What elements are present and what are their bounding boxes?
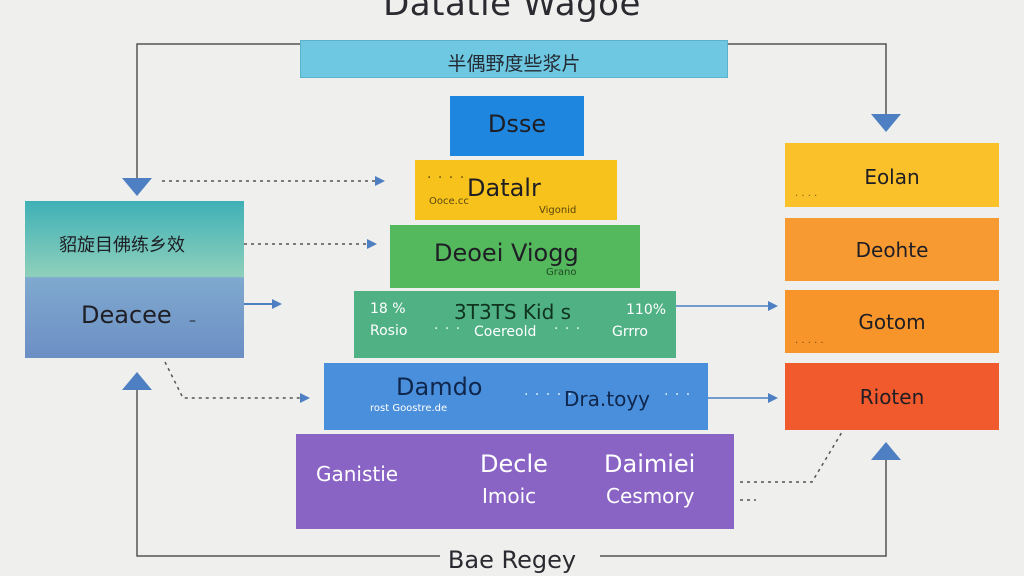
pyramid-level-6-col2-top: Decle xyxy=(480,450,548,478)
pyramid-level-1: Dsse xyxy=(450,96,584,156)
pyramid-level-4: 18 % Rosio 3T3TS Kid s Coereold 110% Grr… xyxy=(354,291,676,358)
pyramid-level-3: Deoei Viogg Grano xyxy=(390,225,640,288)
right-box-2-label: Deohte xyxy=(855,238,929,262)
right-box-1: Eolan · · · · xyxy=(785,143,999,207)
right-box-4-label: Rioten xyxy=(859,385,925,409)
pyramid-level-5: Damdo rost Goostre.de · · · · · Dra.toyy… xyxy=(324,363,708,430)
pyramid-level-5-left-bottom: rost Goostre.de xyxy=(370,403,448,414)
right-box-1-label: Eolan xyxy=(864,165,920,189)
pyramid-level-3-sub: Grano xyxy=(546,267,577,278)
pyramid-level-6-col2-bottom: Imoic xyxy=(482,484,537,508)
pyramid-level-4-left-bottom: Rosio xyxy=(370,323,408,339)
down-arrow-left xyxy=(122,178,152,196)
pyramid-level-4-right-top: 110% xyxy=(626,302,667,318)
left-panel: 貂旋目佛练乡效 Deacee – xyxy=(25,201,244,358)
banner-box: 半偶野度些浆片 xyxy=(300,40,728,78)
banner-label: 半偶野度些浆片 xyxy=(447,53,581,75)
pyramid-level-6-col3-bottom: Cesmory xyxy=(606,484,695,508)
right-box-3: Gotom · · · · · xyxy=(785,290,999,353)
up-arrow-right xyxy=(871,442,901,460)
frame-line-top-left xyxy=(136,43,300,182)
up-arrow-left xyxy=(122,372,152,390)
left-panel-bottom-label: Deacee xyxy=(81,301,172,329)
pyramid-level-2-sub-left: Ooce.cc xyxy=(429,196,469,207)
pyramid-level-1-label: Dsse xyxy=(487,110,547,138)
pyramid-level-4-mid-top: 3T3TS Kid s xyxy=(454,300,572,324)
frame-line-top-right xyxy=(728,43,887,116)
pyramid-level-6-col1: Ganistie xyxy=(316,462,399,486)
right-box-2: Deohte xyxy=(785,218,999,281)
pyramid-level-4-mid-bottom: Coereold xyxy=(474,324,537,340)
pyramid-level-6: Ganistie Decle Imoic Daimiei Cesmory xyxy=(296,434,734,529)
frame-line-bottom-right xyxy=(600,458,887,557)
pyramid-level-3-label: Deoei Viogg xyxy=(434,239,579,267)
pyramid-level-6-col3-top: Daimiei xyxy=(604,450,696,478)
pyramid-level-5-left-top: Damdo xyxy=(396,373,483,401)
left-panel-top-label: 貂旋目佛练乡效 xyxy=(59,235,185,256)
right-box-3-label: Gotom xyxy=(858,310,926,334)
pyramid-level-2-label: Datalr xyxy=(467,174,541,202)
right-box-4: Rioten xyxy=(785,363,999,430)
diagram-footer: Bae Regey xyxy=(447,546,577,574)
diagram-title: Datatie Wagoe xyxy=(383,0,641,24)
pyramid-level-4-right-bottom: Grrro xyxy=(612,324,648,340)
pyramid-level-2-sub-right: Vigonid xyxy=(539,205,577,216)
down-arrow-right xyxy=(871,114,901,132)
pyramid-level-2: · · · · Datalr Ooce.cc Vigonid xyxy=(415,160,617,220)
pyramid-level-4-left-top: 18 % xyxy=(370,301,406,317)
pyramid-level-5-right: Dra.toyy xyxy=(564,387,650,411)
frame-line-bottom-left xyxy=(136,388,440,557)
